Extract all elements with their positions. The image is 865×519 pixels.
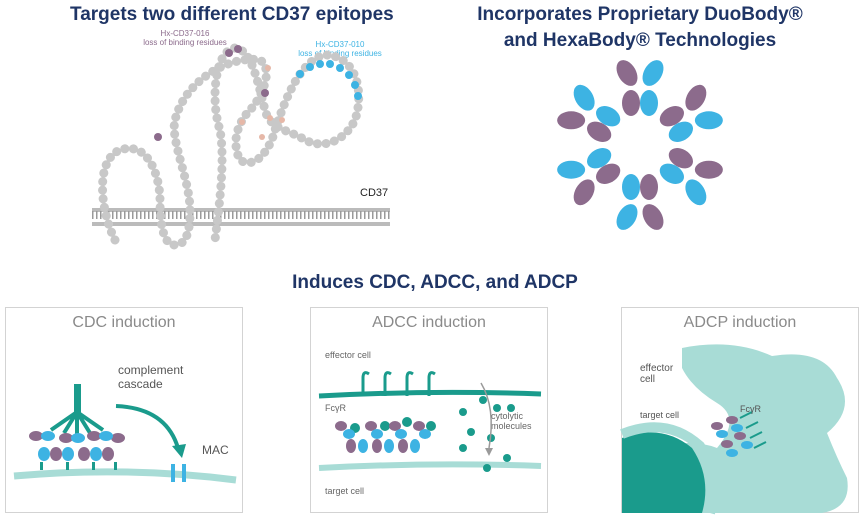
other-residues (239, 65, 285, 140)
adcp-panel: ADCP induction effector cell target cell… (620, 307, 859, 515)
technologies-heading-line2: and HexaBody® Technologies (503, 30, 777, 51)
adcp-target-cell-label: target cell (640, 410, 680, 420)
adcp-fcyr-label: FcγR (740, 404, 761, 414)
cdc-panel: CDC induction complement cascade MAC (5, 307, 243, 513)
target-cell-shape (622, 432, 706, 513)
epitopes-heading: Targets two different CD37 epitopes (70, 4, 394, 25)
complement-cascade-label: complement cascade (118, 363, 184, 391)
fcyr-label: FcγR (325, 403, 346, 413)
target-cell-label: target cell (325, 486, 365, 496)
adcp-effector-cell-label: effector cell (640, 363, 674, 385)
cell-membrane (92, 208, 390, 226)
effector-cell-label: effector cell (325, 350, 371, 360)
hx-cd37-010-label: Hx-CD37-010 loss of binding residues (298, 40, 382, 58)
epitope-010-residues (296, 60, 362, 100)
cdc-panel-title: CDC induction (72, 314, 176, 331)
technologies-heading-line1: Incorporates Proprietary DuoBody® (477, 4, 803, 25)
adcc-panel-title: ADCC induction (372, 314, 486, 331)
mac-label: MAC (202, 443, 229, 457)
adcp-panel-title: ADCP induction (683, 314, 797, 331)
adcp-illustration (620, 344, 848, 515)
mechanisms-heading: Induces CDC, ADCC, and ADCP (292, 272, 578, 293)
epitope-016-residues (154, 45, 269, 141)
cd37-label: CD37 (360, 187, 389, 199)
hx-cd37-016-label: Hx-CD37-016 loss of binding residues (143, 29, 227, 47)
protein-chain-path (98, 43, 364, 250)
adcc-illustration (318, 371, 542, 472)
cdc-illustration (13, 384, 237, 484)
cytolytic-molecules-label: cytolytic molecules (491, 411, 532, 431)
adcc-panel: ADCC induction effector cell FcγR cytoly… (310, 307, 548, 513)
